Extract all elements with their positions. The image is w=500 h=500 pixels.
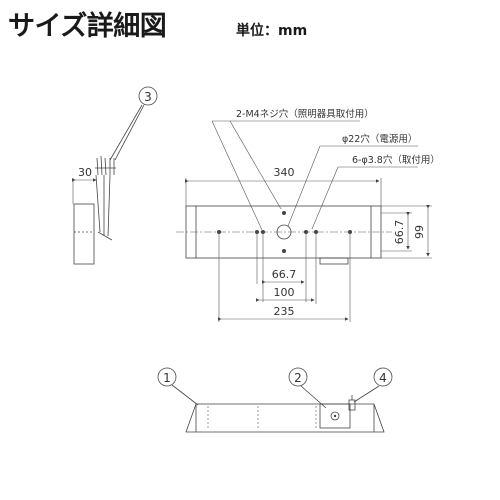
cable-wires: [96, 155, 115, 176]
leader-m4-a: [211, 120, 263, 231]
front-view: 1 2 4: [157, 367, 393, 433]
callout-label-1: 1: [163, 371, 171, 385]
m4-hole-top: [282, 211, 286, 215]
callout-circle-4: [373, 367, 393, 387]
front-body: [185, 403, 385, 433]
callout-circle-3: [138, 86, 158, 106]
leader-m4-b: [229, 120, 282, 210]
dim-66-7-v-label: 66.7: [393, 220, 406, 245]
leader-3a: [109, 104, 143, 161]
unit-label: 単位：mm: [236, 23, 308, 39]
plan-view: 2-M4ネジ穴（照明器具取付用） φ22穴（電源用） 6-φ3.8穴（取付用） …: [176, 108, 440, 322]
annotation-phi38: 6-φ3.8穴（取付用）: [352, 154, 440, 166]
leader-phi38: [311, 166, 339, 230]
callout-label-2: 2: [294, 371, 302, 385]
callout-circle-1: [157, 367, 177, 387]
dim-99-label: 99: [413, 225, 426, 239]
terminal-block: [319, 403, 351, 429]
annotation-m4: 2-M4ネジ穴（照明器具取付用）: [236, 108, 374, 120]
phi22-hole: [276, 224, 292, 240]
leader-3b: [114, 104, 145, 161]
side-body: [73, 203, 95, 265]
leader-phi22: [287, 145, 321, 227]
dim-100-label: 100: [274, 286, 295, 299]
callout-label-4: 4: [379, 371, 387, 385]
dim-235-label: 235: [274, 305, 295, 318]
annotation-phi22: φ22穴（電源用）: [342, 133, 417, 145]
dim-30-label: 30: [78, 166, 92, 179]
callout-label-3: 3: [144, 90, 152, 104]
side-view: 3 30: [72, 86, 158, 265]
dim-340-label: 340: [274, 166, 295, 179]
m4-hole-bottom: [282, 249, 286, 253]
plan-tab: [319, 257, 349, 265]
dim-66-7-h-label: 66.7: [272, 268, 297, 281]
callout-circle-2: [288, 367, 308, 387]
page-title: サイズ詳細図: [8, 11, 167, 42]
